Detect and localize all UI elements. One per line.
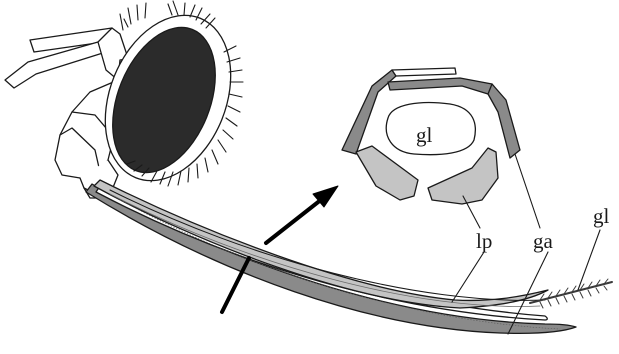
galea-top-section	[388, 78, 498, 94]
proboscis	[86, 180, 576, 333]
galea-right-section	[488, 84, 520, 158]
label-labial-palp: lp	[476, 231, 492, 252]
label-glossa-center: gl	[416, 125, 432, 146]
labial-palp-left-section	[356, 146, 418, 200]
leader-ga-section	[515, 154, 540, 228]
leader-gl-tip	[578, 230, 600, 290]
leader-lp-proboscis	[452, 252, 484, 302]
antenna	[5, 28, 128, 88]
label-galea: ga	[533, 231, 553, 252]
label-glossa-tip: gl	[593, 206, 609, 227]
arrow-icon	[266, 186, 338, 243]
